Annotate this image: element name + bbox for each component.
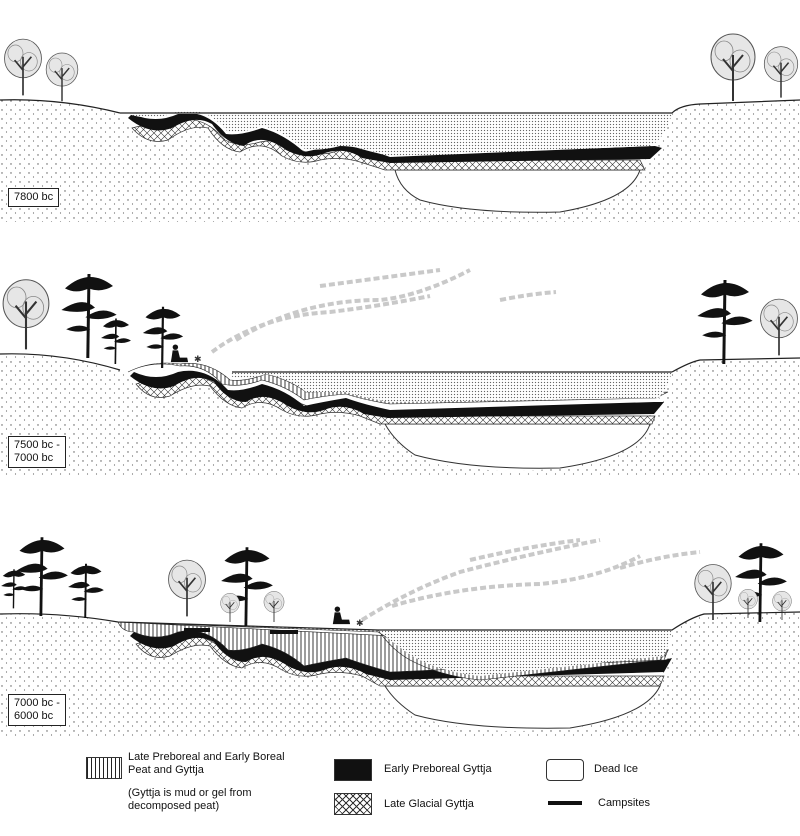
- deciduous-tree-icon: [263, 590, 285, 622]
- campsite-marker: [270, 630, 298, 634]
- deciduous-tree-icon: [693, 563, 733, 620]
- legend-text: decomposed peat): [128, 800, 220, 812]
- deciduous-tree-icon: [1, 278, 51, 351]
- panel-2-section: [0, 268, 800, 478]
- late-preboreal-peat: [127, 362, 669, 405]
- legend-swatch-campsites: [548, 801, 582, 805]
- deciduous-tree-icon: [3, 38, 43, 97]
- seated-person-icon: [332, 606, 351, 625]
- panel-date-label: 7000 bc - 6000 bc: [8, 694, 66, 726]
- pine-tree-icon: [219, 545, 275, 626]
- panel-date-text: 7000 bc -: [14, 697, 60, 709]
- pine-tree-icon: [59, 272, 119, 358]
- legend-text: (Gyttja is mud or gel from: [128, 787, 252, 799]
- panel-3-section: [0, 538, 800, 738]
- early-preboreal-gyttja: [130, 370, 664, 418]
- pine-tree-icon: [100, 317, 132, 364]
- deciduous-tree-icon: [167, 559, 207, 618]
- legend-swatch-dead-ice: [546, 759, 584, 781]
- legend-label-early-gyttja: Early Preboreal Gyttja: [384, 763, 492, 775]
- legend-swatch-peat: [86, 757, 122, 779]
- legend-label-late-gyttja: Late Glacial Gyttja: [384, 798, 474, 810]
- legend-label-peat: Late Preboreal and Early Boreal Peat and…: [128, 751, 285, 777]
- smoke-icon: [210, 268, 557, 354]
- panel-date-text: 7500 bc -: [14, 439, 60, 451]
- deciduous-tree-icon: [45, 52, 79, 102]
- water-stipple: [230, 372, 672, 402]
- water-stipple: [125, 110, 672, 157]
- pine-tree-icon: [695, 278, 755, 364]
- seated-person-icon: [170, 344, 189, 363]
- legend-note: (Gyttja is mud or gel from decomposed pe…: [128, 787, 251, 813]
- campfire-icon: ✱: [194, 355, 202, 365]
- panel-date-label: 7800 bc: [8, 188, 60, 207]
- legend-text: Late Preboreal and Early Boreal: [128, 751, 285, 763]
- ground-surface: [0, 611, 800, 631]
- legend-text: Peat and Gyttja: [128, 764, 204, 776]
- pine-tree-icon: [67, 562, 105, 618]
- legend-label-dead-ice: Dead Ice: [594, 763, 639, 775]
- panel-1-section: [0, 99, 800, 222]
- deciduous-tree-icon: [759, 298, 799, 357]
- pine-tree-icon: [14, 535, 70, 616]
- campfire-icon: ✱: [356, 619, 364, 629]
- campsite-marker: [184, 628, 210, 632]
- legend-label-campsites: Campsites: [598, 797, 650, 809]
- panel-date-text: 7800 bc: [14, 191, 54, 203]
- smoke-icon: [360, 538, 701, 622]
- deciduous-tree-icon: [709, 32, 757, 103]
- panel-date-text: 7000 bc: [14, 452, 54, 464]
- dead-ice: [384, 423, 651, 469]
- deciduous-tree-icon: [763, 45, 799, 99]
- ground-surface: [0, 99, 800, 114]
- legend-swatch-late-gyttja: [334, 793, 372, 815]
- early-preboreal-gyttja: [128, 112, 662, 163]
- water-stipple: [378, 630, 672, 676]
- deciduous-tree-icon: [220, 592, 240, 622]
- legend: Late Preboreal and Early Boreal Peat and…: [0, 745, 800, 836]
- dead-ice: [394, 169, 641, 213]
- legend-swatch-early-gyttja: [334, 759, 372, 781]
- dead-ice: [384, 685, 661, 729]
- panel-date-label: 7500 bc - 7000 bc: [8, 436, 66, 468]
- ground-surface: [0, 353, 800, 373]
- panel-date-text: 6000 bc: [14, 710, 54, 722]
